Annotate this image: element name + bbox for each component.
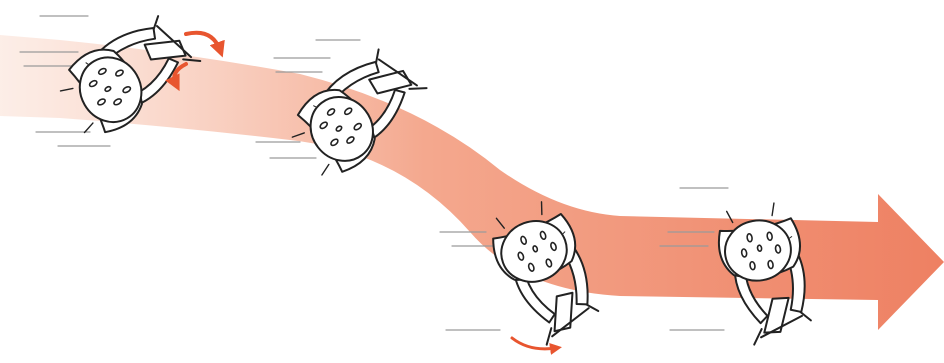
turn-indicator-arrow-3: [512, 338, 556, 349]
turn-indicator-arrow-1: [186, 33, 220, 50]
